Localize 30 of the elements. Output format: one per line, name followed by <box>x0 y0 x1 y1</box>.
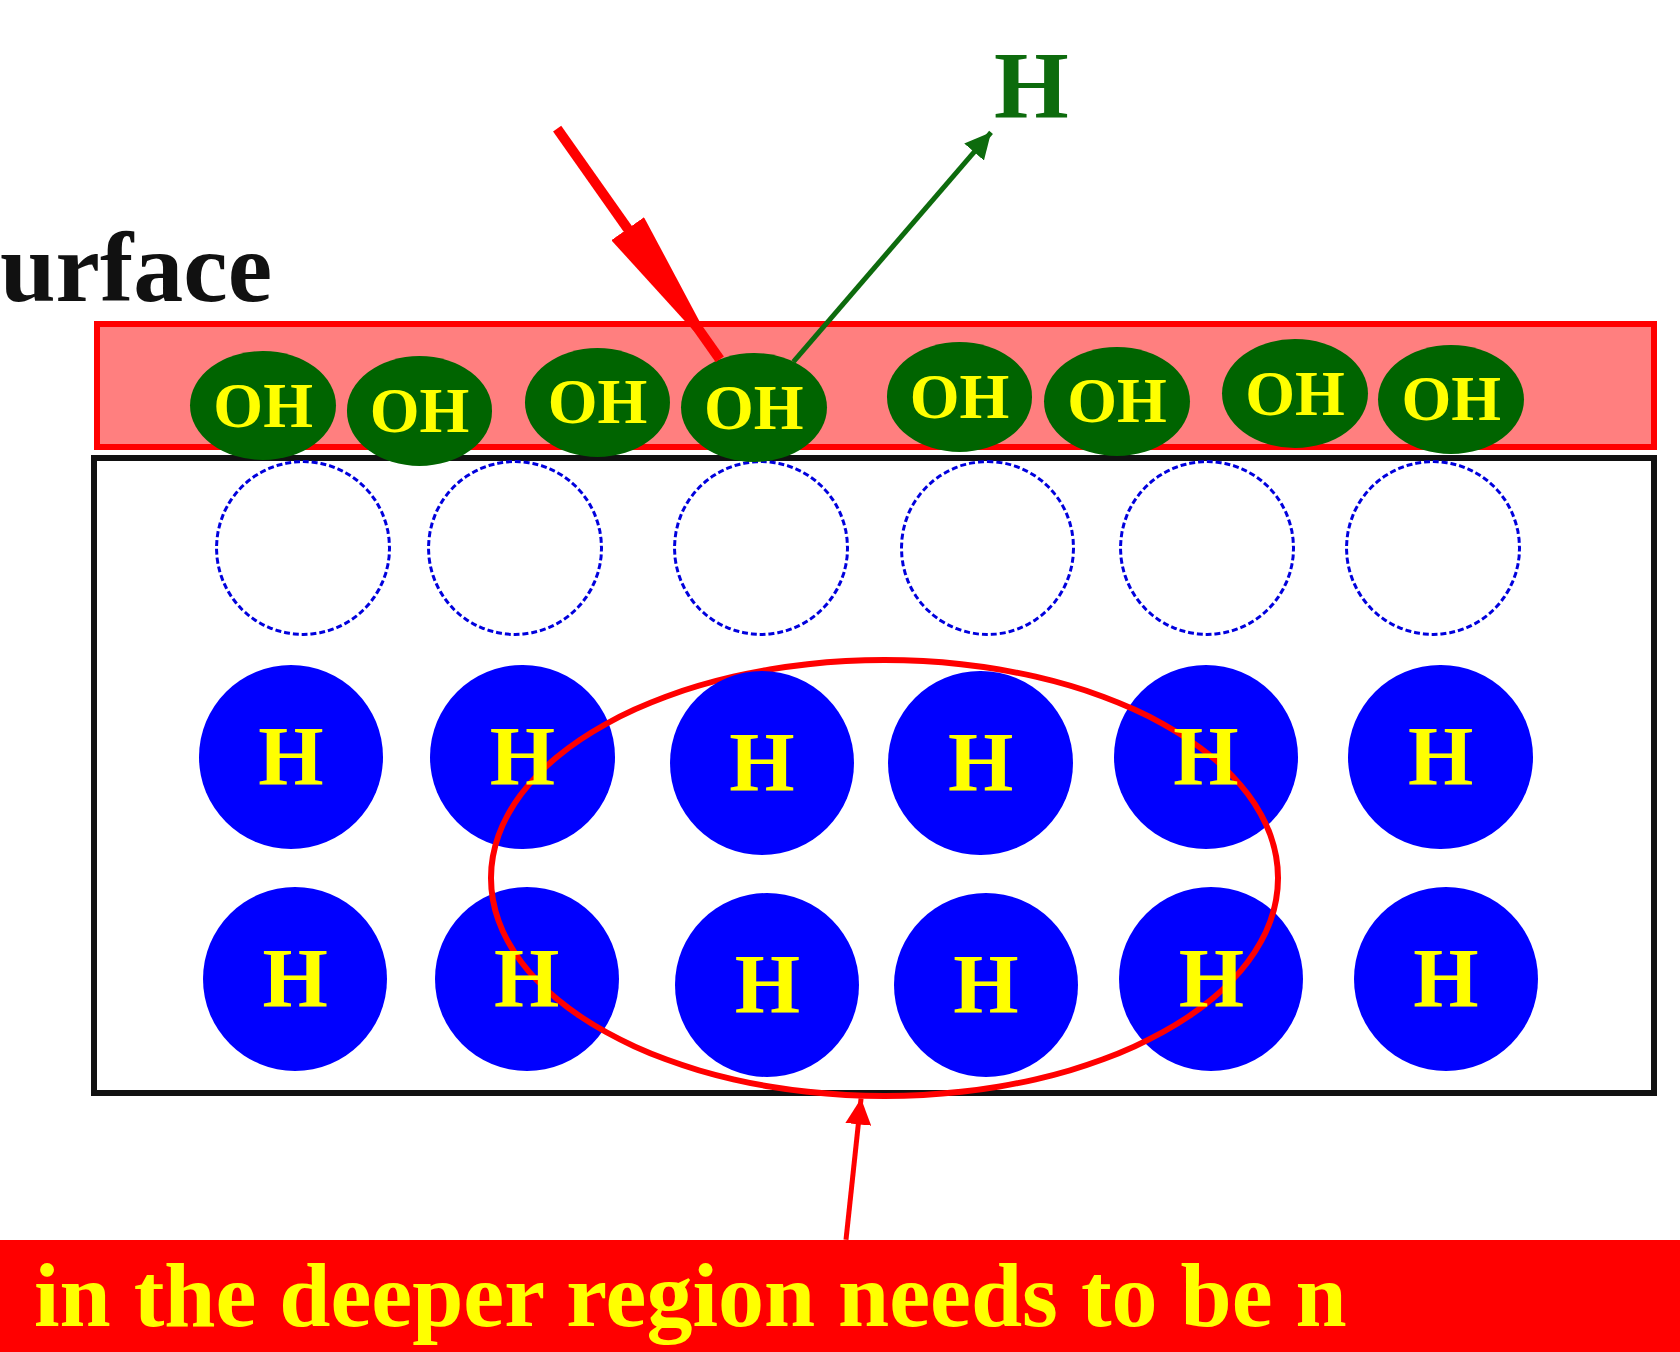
element-symbol: H <box>258 715 324 800</box>
surface-label: urface <box>0 219 273 317</box>
hydroxyl-ellipse: OH <box>190 351 336 461</box>
hydroxyl-ellipse: OH <box>1222 339 1368 449</box>
element-symbol: H <box>1407 715 1474 800</box>
hydrogen-label: H <box>991 37 1072 134</box>
arrow <box>791 130 993 364</box>
hydroxyl-ellipse: OH <box>681 353 827 463</box>
element-symbol: H <box>734 942 800 1027</box>
vacancy-circle <box>214 460 391 636</box>
vacancy-circle <box>899 460 1076 636</box>
element-symbol: H <box>947 721 1014 806</box>
element-symbol: H <box>262 936 328 1021</box>
hydroxyl-ellipse: OH <box>346 356 493 466</box>
vacancy-circle <box>427 460 603 636</box>
element-symbol: H <box>1413 936 1479 1021</box>
arrow <box>843 1098 872 1240</box>
hydroxyl-ellipse: OH <box>1378 344 1525 454</box>
element-symbol: H <box>953 942 1019 1027</box>
vacancy-circle <box>1345 460 1521 636</box>
beam-arrow <box>553 125 724 363</box>
hydroxyl-ellipse: OH <box>524 347 671 458</box>
bulk-region-box <box>91 455 1658 1097</box>
hydroxyl-ellipse: OH <box>1044 346 1190 456</box>
vacancy-circle <box>1119 460 1295 636</box>
caption-banner: in the deeper region needs to be n <box>0 1239 1680 1352</box>
vacancy-circle <box>673 460 850 636</box>
hydroxyl-ellipse: OH <box>886 342 1033 452</box>
element-symbol: H <box>729 721 795 806</box>
element-symbol: H <box>489 715 556 800</box>
